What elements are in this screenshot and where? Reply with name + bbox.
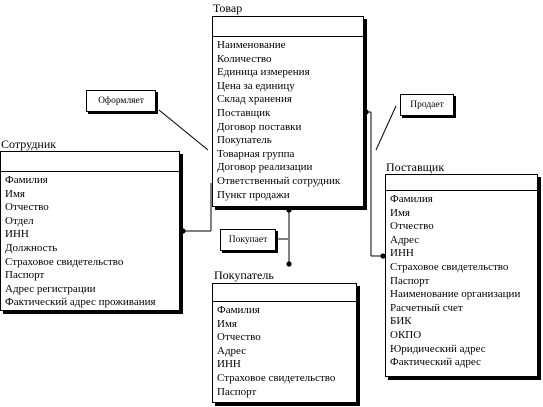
attribute-item: Имя xyxy=(5,187,25,200)
entity-tovar-title: Товар xyxy=(213,1,243,15)
attribute-item: Пункт продажи xyxy=(217,188,290,201)
entity-sotrudnik-title: Сотрудник xyxy=(1,137,57,151)
attribute-item: Отчество xyxy=(217,331,261,344)
attribute-item: ИНН xyxy=(217,358,241,371)
entity-tovar-header xyxy=(213,17,363,37)
attribute-item: Наименование организации xyxy=(390,288,521,301)
attribute-item: Страховое свидетельство xyxy=(5,255,124,268)
leader-prodaet xyxy=(375,105,397,151)
attribute-item: Покупатель xyxy=(217,134,272,147)
attribute-item: Договор реализации xyxy=(217,161,313,174)
entity-pokupatel-title: Покупатель xyxy=(214,268,274,282)
attribute-item: Договор поставки xyxy=(217,120,302,133)
attribute-item: Ответственный сотрудник xyxy=(217,174,341,187)
connector-dot-postavshik xyxy=(380,253,386,259)
entity-postavshik-title: Поставщик xyxy=(386,160,445,174)
attribute-item: Единица измерения xyxy=(217,66,310,79)
attribute-item: Поставщик xyxy=(217,106,271,119)
attribute-item: Адрес регистрации xyxy=(5,282,96,295)
attribute-item: Адрес xyxy=(217,344,247,357)
leader-oformlyaet xyxy=(158,109,209,151)
attribute-item: Имя xyxy=(217,317,237,330)
attribute-item: ИНН xyxy=(390,247,414,260)
attribute-item: Должность xyxy=(5,241,58,254)
entity-postavshik-header xyxy=(386,175,537,191)
attribute-item: Адрес xyxy=(390,233,420,246)
attribute-item: Паспорт xyxy=(217,385,257,398)
connector-dot-pokupatel xyxy=(286,261,292,267)
entity-sotrudnik-header xyxy=(1,152,179,172)
attribute-item: Паспорт xyxy=(390,274,430,287)
attribute-item: Страховое свидетельство xyxy=(217,371,336,384)
attribute-item: Фамилия xyxy=(390,193,433,205)
attribute-item: Страховое свидетельство xyxy=(390,260,509,273)
connector-dot-sotrudnik xyxy=(180,228,186,234)
entity-pokupatel-header xyxy=(213,284,356,302)
attribute-item: Юридический адрес xyxy=(390,342,486,355)
attribute-item: Товарная группа xyxy=(217,147,295,160)
attribute-item: Отчество xyxy=(390,220,434,233)
relationship-label-oformlyaet: Оформляет xyxy=(86,90,156,112)
attribute-item: Фактический адрес проживания xyxy=(5,296,156,309)
relationship-label-pokupaet: Покупает xyxy=(220,229,276,251)
attribute-item: Склад хранения xyxy=(217,93,292,106)
attribute-item: Расчетный счет xyxy=(390,301,463,314)
attribute-item: Отдел xyxy=(5,214,34,227)
connector-dot-tovar-bottom xyxy=(286,207,292,213)
attribute-item: ОКПО xyxy=(390,328,422,341)
relationship-label-prodaet: Продает xyxy=(400,94,454,116)
attribute-item: Отчество xyxy=(5,201,49,214)
attribute-item: Наименование xyxy=(217,39,286,51)
attribute-item: БИК xyxy=(390,315,412,328)
attribute-item: Фамилия xyxy=(217,304,260,316)
attribute-item: Фамилия xyxy=(5,174,48,186)
attribute-item: Фактический адрес xyxy=(390,356,481,369)
attribute-item: Количество xyxy=(217,52,272,65)
attribute-item: Цена за единицу xyxy=(217,79,295,92)
attribute-item: Имя xyxy=(390,206,410,219)
attribute-item: Паспорт xyxy=(5,269,45,282)
attribute-item: ИНН xyxy=(5,228,29,241)
connector-dot-tovar-right xyxy=(363,109,369,115)
